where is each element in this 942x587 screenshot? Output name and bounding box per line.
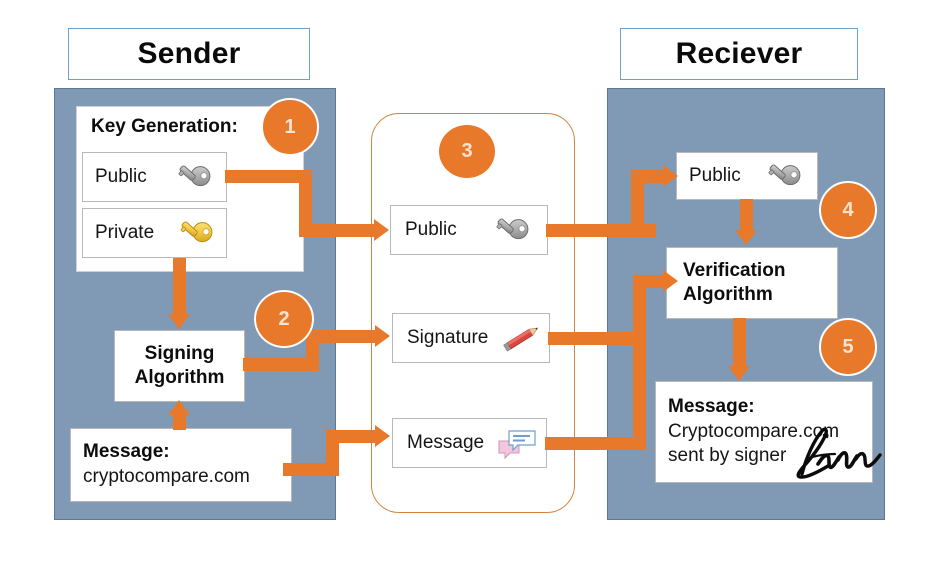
receiver-message-box[interactable]: Message: Cryptocompare.com sent by signe… xyxy=(655,381,882,483)
connector-rpub-down-arrow xyxy=(735,230,757,245)
transmission-channel xyxy=(371,113,575,513)
verification-algorithm-line2: Algorithm xyxy=(683,284,773,305)
verification-algorithm-text: Verification Algorithm xyxy=(683,259,785,307)
step-badge-3: 3 xyxy=(437,123,497,180)
sender-title-label: Sender xyxy=(137,37,241,70)
key-generation-title: Key Generation: xyxy=(91,116,238,138)
connector-rpub-arrow xyxy=(663,165,678,187)
channel-signature-box[interactable]: Signature xyxy=(392,313,550,363)
verification-algorithm-line1: Verification xyxy=(683,260,786,282)
signing-algorithm-box[interactable]: Signing Algorithm xyxy=(114,330,245,402)
sender-public-key-label: Public xyxy=(95,166,147,187)
handwritten-signature-icon xyxy=(788,424,884,482)
connector-rsig-h1 xyxy=(548,332,646,345)
connector-rmsg-h1 xyxy=(545,437,646,450)
connector-rpub-h1 xyxy=(546,224,656,237)
connector-chmsg-h2 xyxy=(326,430,378,443)
connector-public-h1 xyxy=(225,170,312,183)
connector-msg-to-signing-v xyxy=(173,412,186,430)
connector-verify-trunk-h xyxy=(633,275,669,288)
verification-algorithm-box[interactable]: Verification Algorithm xyxy=(666,247,838,319)
connector-public-v1 xyxy=(299,170,312,230)
pencil-icon xyxy=(499,323,543,355)
connector-chmsg-arrow xyxy=(375,425,390,447)
sender-message-colon: : xyxy=(163,441,170,463)
receiver-public-key-label: Public xyxy=(689,165,741,186)
channel-signature-label: Signature xyxy=(407,327,489,348)
step-badge-5: 5 xyxy=(819,318,877,376)
key-icon-gold xyxy=(173,216,215,252)
signing-algorithm-text: Signing Algorithm xyxy=(135,342,225,390)
channel-message-label: Message xyxy=(407,432,485,453)
connector-final-arrow xyxy=(728,366,750,381)
connector-rpub-v1 xyxy=(631,170,644,237)
sender-private-key-label: Private xyxy=(95,222,155,243)
connector-private-arrow xyxy=(168,314,190,329)
connector-final-v xyxy=(733,318,746,368)
channel-message-box[interactable]: Message xyxy=(392,418,547,468)
receiver-message-label: Message: xyxy=(668,395,755,417)
step-badge-2-label: 2 xyxy=(278,307,290,330)
receiver-public-key-box[interactable]: Public xyxy=(676,152,818,200)
connector-chmsg-h1 xyxy=(283,463,339,476)
receiver-message-line1: Cryptocompare.com xyxy=(668,420,840,442)
connector-verify-trunk-v xyxy=(633,275,646,450)
sender-message-label: Message xyxy=(83,441,164,463)
connector-verify-arrow xyxy=(663,270,678,292)
connector-sig-arrow xyxy=(375,325,390,347)
connector-msg-to-signing-arrow xyxy=(168,400,190,415)
sender-message-label-row: Message: xyxy=(83,440,170,465)
key-generation-colon: : xyxy=(231,116,238,137)
step-badge-4: 4 xyxy=(819,181,877,239)
step-badge-3-label: 3 xyxy=(461,140,473,162)
connector-private-v xyxy=(173,258,186,316)
connector-public-arrow xyxy=(374,219,389,241)
key-icon-gray xyxy=(171,160,213,196)
key-icon-gray xyxy=(489,213,531,249)
connector-public-h2 xyxy=(299,224,377,237)
sender-message-value: cryptocompare.com xyxy=(83,466,250,487)
connector-rpub-h2 xyxy=(631,170,669,183)
chat-bubbles-icon xyxy=(497,427,537,461)
signing-algorithm-line1: Signing xyxy=(144,343,215,365)
step-badge-1-label: 1 xyxy=(284,115,296,138)
receiver-message-line2: sent by signer xyxy=(668,445,787,467)
connector-sig-h1 xyxy=(243,358,319,371)
key-icon-gray xyxy=(761,159,803,195)
receiver-title-label: Reciever xyxy=(675,37,803,70)
key-generation-label: Key Generation xyxy=(91,116,232,137)
receiver-title-box: Reciever xyxy=(620,28,858,80)
signing-algorithm-line2: Algorithm xyxy=(134,367,225,388)
connector-rpub-down-v xyxy=(740,199,753,232)
sender-public-key-box[interactable]: Public xyxy=(82,152,227,202)
step-badge-1: 1 xyxy=(261,98,319,156)
step-badge-2: 2 xyxy=(254,290,314,348)
sender-private-key-box[interactable]: Private xyxy=(82,208,227,258)
channel-public-label: Public xyxy=(405,219,457,240)
connector-sig-h2 xyxy=(306,330,378,343)
sender-title-box: Sender xyxy=(68,28,310,80)
step-badge-5-label: 5 xyxy=(842,335,854,358)
channel-public-box[interactable]: Public xyxy=(390,205,548,255)
sender-message-box[interactable]: Message: cryptocompare.com xyxy=(70,428,292,502)
step-badge-4-label: 4 xyxy=(842,198,854,221)
